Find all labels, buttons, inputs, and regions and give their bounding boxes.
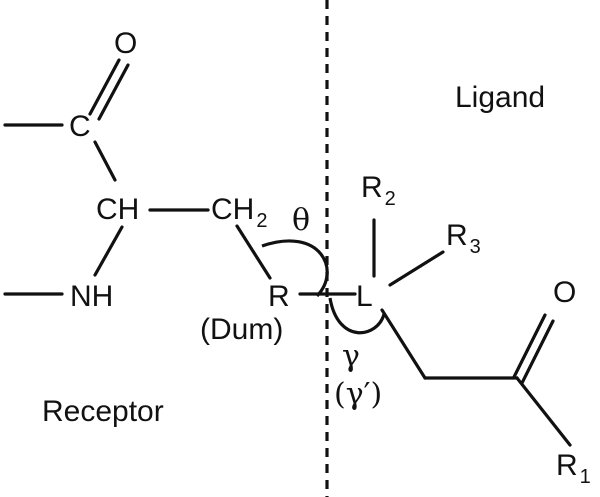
bond-c-o-2 bbox=[97, 63, 130, 121]
bond-ch-nh bbox=[93, 225, 124, 277]
atom-carbon: C bbox=[69, 110, 91, 143]
ligand-label: Ligand bbox=[455, 81, 545, 114]
gamma-angle-arc bbox=[328, 297, 386, 335]
atom-ch2-subscript: 2 bbox=[256, 210, 267, 232]
atom-r2-subscript: 2 bbox=[385, 188, 396, 210]
atom-oxygen-receptor: O bbox=[114, 27, 137, 60]
bond-c-ch bbox=[93, 140, 117, 182]
atom-r1-subscript: 1 bbox=[580, 466, 591, 488]
bond-l-ch2 bbox=[380, 308, 427, 380]
atom-r: R bbox=[268, 280, 290, 313]
bond-c-o-1 bbox=[88, 58, 121, 116]
atom-r3-text: R bbox=[446, 219, 468, 252]
gamma-label: γ bbox=[342, 339, 360, 374]
atom-oxygen-ligand: O bbox=[553, 276, 576, 309]
atom-nh: NH bbox=[70, 280, 113, 313]
atom-r3-subscript: 3 bbox=[470, 236, 481, 258]
atom-ch2-text: CH bbox=[211, 193, 254, 226]
bond-c-o-ligand-1 bbox=[512, 313, 547, 379]
atom-dum-label: (Dum) bbox=[200, 313, 283, 346]
atom-l: L bbox=[356, 280, 373, 313]
bond-c-o-ligand-2 bbox=[520, 319, 555, 385]
bond-l-r3 bbox=[388, 250, 445, 287]
bond-ch2-r bbox=[235, 224, 272, 280]
atom-ch: CH bbox=[96, 193, 139, 226]
theta-angle-arc bbox=[261, 239, 329, 298]
receptor-label: Receptor bbox=[42, 395, 164, 428]
gamma-prime-label: (γ′) bbox=[334, 377, 382, 412]
theta-label: θ bbox=[292, 203, 310, 238]
atom-r2-text: R bbox=[361, 171, 383, 204]
bond-c-r1 bbox=[515, 376, 572, 447]
atom-r1-text: R bbox=[556, 449, 578, 482]
